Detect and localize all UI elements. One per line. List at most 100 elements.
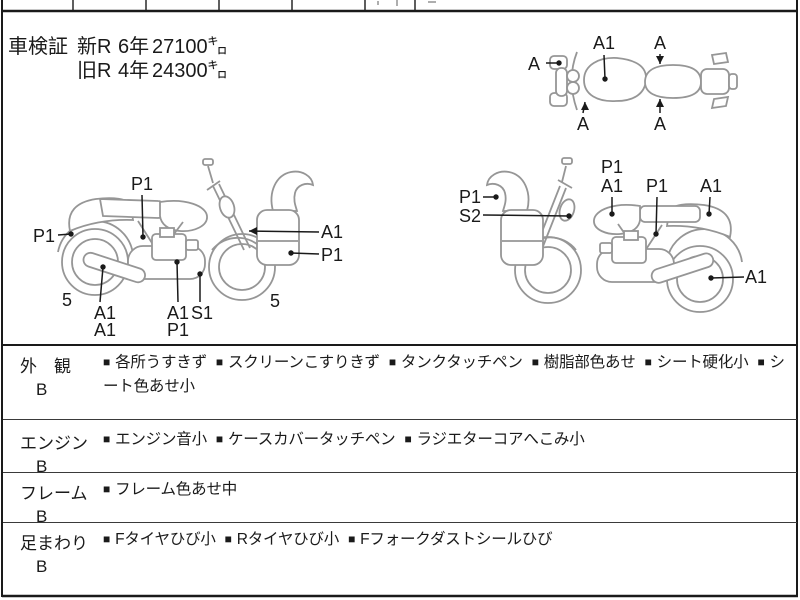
bullet-square-icon: ■ bbox=[215, 355, 223, 369]
defect-item: ■タンクタッチペン bbox=[388, 354, 523, 371]
years-old: 4年 bbox=[118, 60, 150, 82]
defect-marker: S1 bbox=[190, 303, 214, 323]
seat bbox=[639, 205, 701, 223]
cowl-box bbox=[256, 209, 300, 266]
defect-item: ■フレーム色あせ中 bbox=[103, 481, 237, 498]
rear-tip bbox=[728, 73, 738, 90]
bullet-square-icon: ■ bbox=[103, 532, 111, 546]
section-label-column: 外 観 B bbox=[3, 346, 103, 419]
defect-item: ■Fタイヤひび小 bbox=[103, 531, 216, 548]
bullet-square-icon: ■ bbox=[644, 355, 652, 369]
years-new: 6年 bbox=[118, 36, 150, 58]
clipped-header-text-marks bbox=[377, 0, 436, 6]
defect-item: ■スクリーンこすりきず bbox=[215, 354, 380, 371]
handlebar bbox=[206, 165, 221, 191]
defect-item: ■各所うすきず bbox=[103, 354, 207, 371]
muffler bbox=[82, 251, 146, 284]
rear-flap-right bbox=[710, 95, 730, 110]
section-label: フレーム bbox=[20, 484, 88, 503]
defect-marker: A bbox=[576, 114, 590, 134]
fuel-tank bbox=[159, 200, 208, 232]
front-wheel-top bbox=[555, 67, 568, 97]
defect-marker: P1 bbox=[600, 157, 624, 177]
handlebar bbox=[557, 165, 573, 189]
defect-items: ■Fタイヤひび小 ■Rタイヤひび小 ■Fフォークダストシールひび bbox=[103, 523, 797, 597]
defect-marker: A1 bbox=[600, 176, 624, 196]
inspection-row: 足まわり B ■Fタイヤひび小 ■Rタイヤひび小 ■Fフォークダストシールひび bbox=[3, 522, 797, 597]
defect-item: ■シート色あせ小 bbox=[103, 354, 785, 395]
cylinder bbox=[623, 230, 639, 241]
defect-marker: P1 bbox=[32, 226, 56, 246]
bullet-square-icon: ■ bbox=[103, 355, 111, 369]
defect-marker: P1 bbox=[166, 320, 190, 340]
section-label: エンジン bbox=[20, 434, 88, 453]
motorcycle-right-view bbox=[485, 157, 743, 313]
section-grade: B bbox=[36, 457, 48, 476]
defect-marker: 5 bbox=[269, 291, 281, 311]
mirror bbox=[561, 157, 573, 165]
bullet-square-icon: ■ bbox=[224, 532, 232, 546]
inspection-row: フレーム B ■フレーム色あせ中 bbox=[3, 472, 797, 526]
fuel-tank-top bbox=[583, 57, 647, 102]
defect-leader-lines bbox=[57, 54, 745, 303]
section-label-column: フレーム B bbox=[3, 473, 103, 526]
defect-marker: A1 bbox=[699, 176, 723, 196]
reg-new: 新R bbox=[77, 36, 112, 58]
mileage-new: 27100㌔ bbox=[152, 36, 228, 58]
headstock bbox=[566, 69, 580, 83]
defect-marker: A1 bbox=[166, 303, 190, 323]
defect-marker: A1 bbox=[592, 33, 616, 53]
motorcycle-left-view bbox=[57, 158, 315, 301]
carb bbox=[599, 242, 613, 254]
defect-marker: S2 bbox=[458, 206, 482, 226]
headstock2 bbox=[566, 81, 580, 95]
defect-marker: A1 bbox=[744, 267, 768, 287]
defect-item: ■Rタイヤひび小 bbox=[224, 531, 340, 548]
defect-item: ■ケースカバータッチペン bbox=[215, 431, 396, 448]
rear-flap-left bbox=[710, 51, 730, 66]
defect-item: ■エンジン音小 bbox=[103, 431, 207, 448]
section-label: 外 観 bbox=[20, 357, 71, 376]
section-label-column: エンジン B bbox=[3, 420, 103, 476]
motorcycle-top-view bbox=[549, 51, 738, 111]
defect-marker: A bbox=[653, 33, 667, 53]
bullet-square-icon: ■ bbox=[348, 532, 356, 546]
muffler bbox=[650, 252, 715, 284]
mirror bbox=[202, 158, 214, 166]
defect-marker: A1 bbox=[320, 222, 344, 242]
bullet-square-icon: ■ bbox=[757, 355, 765, 369]
defect-marker: A1 bbox=[93, 320, 117, 340]
vehicle-inspection-label: 車検証 bbox=[8, 36, 68, 58]
bullet-square-icon: ■ bbox=[404, 432, 412, 446]
top-row-dividers bbox=[72, 0, 416, 11]
defect-marker: P1 bbox=[645, 176, 669, 196]
section-label-column: 足まわり B bbox=[3, 523, 103, 597]
defect-marker: A bbox=[653, 114, 667, 134]
defect-items: ■エンジン音小 ■ケースカバータッチペン ■ラジエターコアへこみ小 bbox=[103, 420, 797, 472]
windscreen bbox=[485, 170, 530, 212]
defect-marker: 5 bbox=[61, 290, 73, 310]
section-label: 足まわり bbox=[20, 534, 88, 553]
inspection-row: 外 観 B ■各所うすきず ■スクリーンこすりきず ■タンクタッチペン ■樹脂部色あせ■シ… bbox=[3, 346, 797, 419]
cylinder bbox=[159, 227, 175, 238]
fuel-tank bbox=[593, 204, 641, 235]
cowl-box bbox=[500, 209, 544, 266]
defect-item: ■ラジエターコアへこみ小 bbox=[404, 431, 585, 448]
defect-item: ■樹脂部色あせ bbox=[531, 354, 636, 371]
inspection-row: エンジン B ■エンジン音小 ■ケースカバータッチペン ■ラジエターコアへこみ小 bbox=[3, 419, 797, 476]
defect-marker: A1 bbox=[93, 303, 117, 323]
defect-marker: P1 bbox=[320, 245, 344, 265]
section-grade: B bbox=[36, 507, 48, 526]
windscreen bbox=[270, 170, 315, 212]
seat bbox=[98, 198, 165, 219]
section-grade: B bbox=[36, 557, 48, 576]
defect-item: ■Fフォークダストシールひび bbox=[348, 531, 553, 548]
carb bbox=[185, 239, 199, 251]
section-grade: B bbox=[36, 380, 48, 399]
mileage-old: 24300㌔ bbox=[152, 60, 228, 82]
reg-old: 旧R bbox=[77, 60, 112, 82]
tail-box-top bbox=[700, 68, 730, 95]
